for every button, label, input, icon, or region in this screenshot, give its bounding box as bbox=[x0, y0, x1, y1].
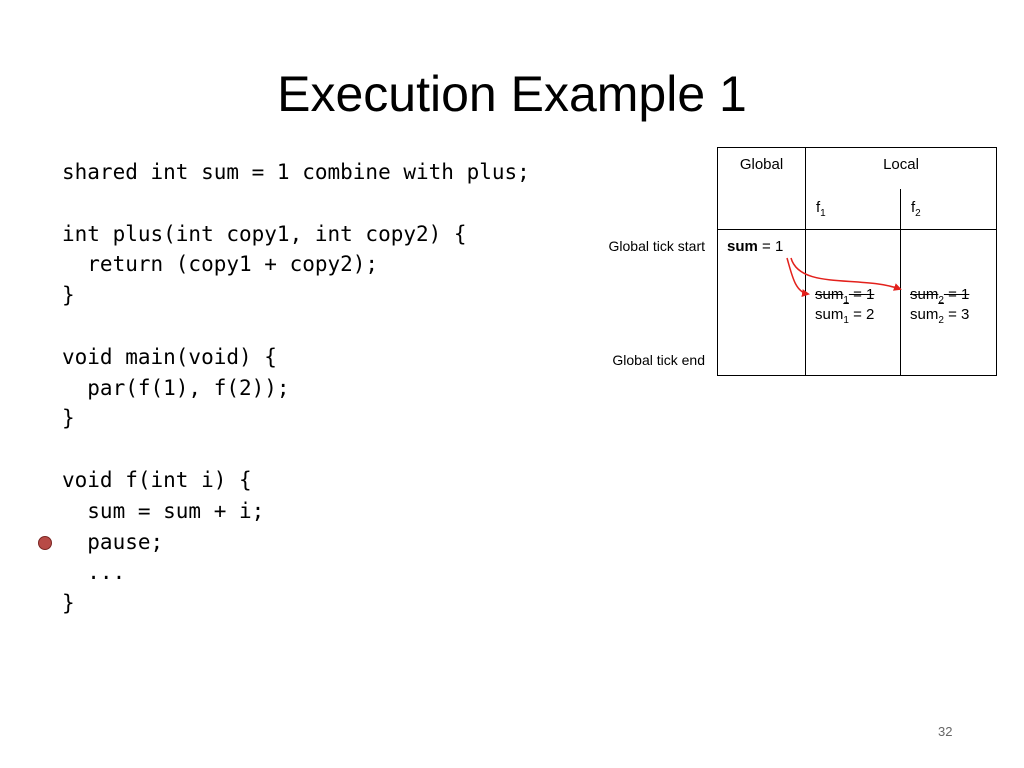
code-listing: shared int sum = 1 combine with plus; int… bbox=[62, 157, 530, 619]
f2-state-cell: sum2 = 1 sum2 = 3 bbox=[900, 229, 997, 376]
f2-old-sum-name: sum bbox=[910, 286, 939, 303]
global-header-label: Global bbox=[739, 156, 784, 173]
page-number: 32 bbox=[938, 724, 953, 739]
f1-new-sum-value: = 2 bbox=[848, 306, 875, 323]
f1-old-sum-name: sum bbox=[815, 286, 844, 303]
f1-old-sum-sub: 1 bbox=[843, 295, 849, 306]
global-sum-number: = 1 bbox=[757, 238, 784, 255]
f1-old-sum: sum1 = 1 bbox=[815, 286, 900, 306]
global-column-header: Global bbox=[717, 147, 806, 230]
f1-old-sum-value: = 1 bbox=[848, 286, 875, 303]
code-line: pause; bbox=[62, 529, 164, 554]
local-header-label: Local bbox=[883, 156, 919, 173]
f2-label: f bbox=[911, 198, 916, 216]
code-line: shared int sum = 1 combine with plus; bbox=[62, 160, 530, 184]
f2-old-sum-sub: 2 bbox=[938, 295, 944, 306]
global-sum-name: sum bbox=[727, 238, 758, 255]
f1-column-header: f1 bbox=[805, 188, 901, 230]
code-line: } bbox=[62, 406, 75, 431]
code-line: sum = sum + i; bbox=[62, 498, 265, 523]
f2-old-sum: sum2 = 1 bbox=[910, 286, 996, 306]
code-line: int plus(int copy1, int copy2) { bbox=[62, 221, 467, 246]
f2-old-sum-value: = 1 bbox=[943, 286, 970, 303]
global-tick-end-label: Global tick end bbox=[612, 352, 705, 368]
local-column-header: Local bbox=[805, 147, 997, 189]
global-state-cell: sum = 1 bbox=[717, 229, 806, 376]
arrow-to-f2 bbox=[790, 257, 902, 291]
code-line: par(f(1), f(2)); bbox=[62, 375, 290, 400]
f1-new-sum-name: sum bbox=[815, 306, 844, 323]
f1-label: f bbox=[816, 198, 821, 216]
breakpoint-marker bbox=[38, 536, 52, 550]
execution-state-table: Global Local f1 f2 sum = 1 sum1 = 1 sum1… bbox=[717, 147, 997, 376]
f1-new-sum-sub: 1 bbox=[843, 315, 849, 326]
global-tick-start-label: Global tick start bbox=[608, 238, 705, 254]
code-line: void main(void) { bbox=[62, 344, 277, 369]
f1-subscript: 1 bbox=[820, 207, 826, 219]
f1-new-sum: sum1 = 2 bbox=[815, 306, 900, 326]
code-line: } bbox=[62, 283, 75, 308]
code-line: } bbox=[62, 591, 75, 616]
f2-new-sum-value: = 3 bbox=[943, 306, 970, 323]
f2-new-sum-sub: 2 bbox=[938, 315, 944, 326]
f2-new-sum-name: sum bbox=[910, 306, 939, 323]
f1-state-cell: sum1 = 1 sum1 = 2 bbox=[805, 229, 901, 376]
code-line: return (copy1 + copy2); bbox=[62, 252, 379, 277]
global-sum-value: sum = 1 bbox=[727, 238, 783, 255]
f2-subscript: 2 bbox=[915, 207, 921, 219]
arrow-to-f1 bbox=[786, 257, 810, 298]
code-line: ... bbox=[62, 560, 126, 585]
f2-new-sum: sum2 = 3 bbox=[910, 306, 996, 326]
slide-title: Execution Example 1 bbox=[277, 66, 747, 122]
code-line: void f(int i) { bbox=[62, 467, 252, 492]
